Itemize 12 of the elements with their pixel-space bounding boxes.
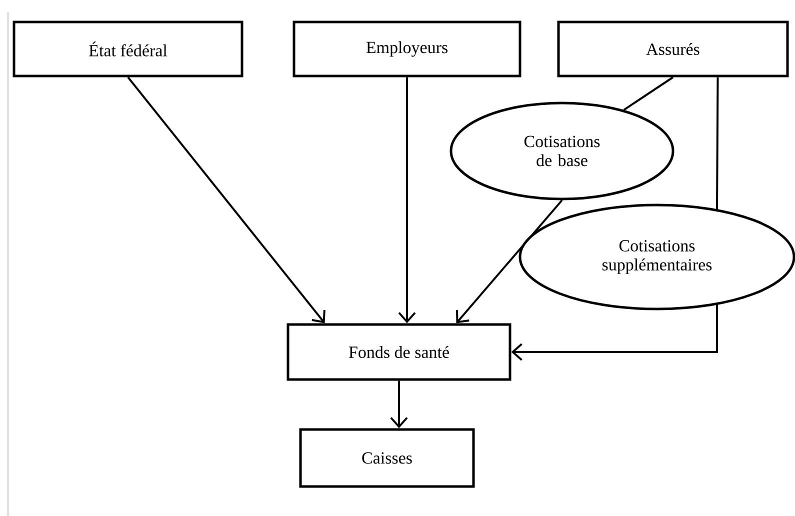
process-box: Employeurs (292, 20, 522, 78)
process-box: Assurés (557, 20, 789, 78)
arrow (511, 303, 718, 361)
arrow (390, 380, 408, 428)
process-box: Fonds de santé (286, 323, 512, 381)
process-box: État fédéral (12, 20, 244, 78)
arrow (398, 77, 416, 324)
process-box: Caisses (299, 428, 475, 488)
arrow (127, 76, 326, 324)
ellipse-node: Cotisations supplémentaires (518, 204, 795, 310)
ellipse-node: Cotisations de base (450, 102, 674, 200)
arrow (456, 200, 563, 324)
